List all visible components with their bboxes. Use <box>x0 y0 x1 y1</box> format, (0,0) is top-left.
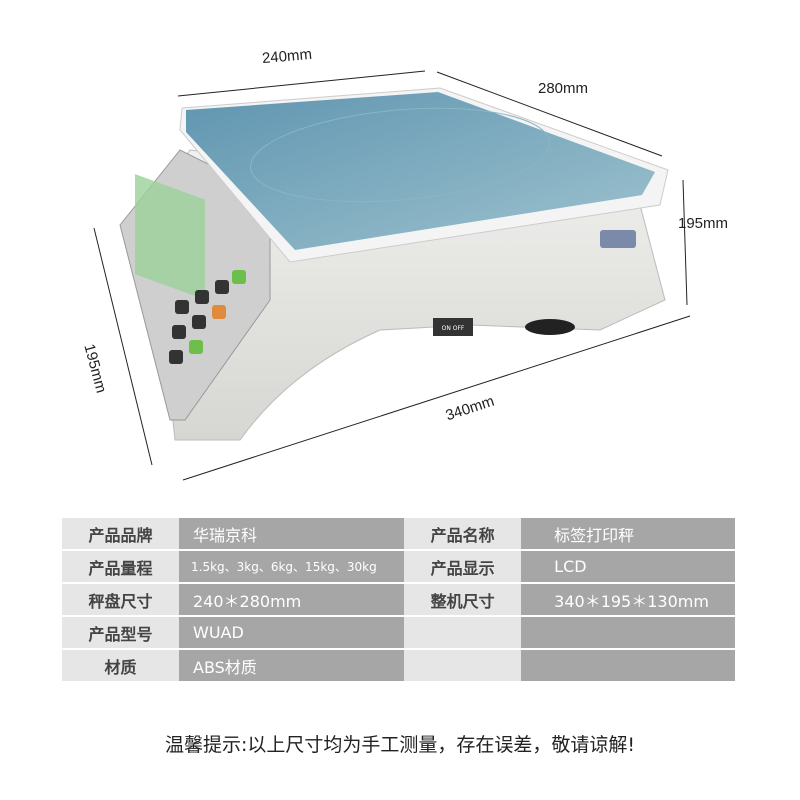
scale-illustration: ON OFF <box>93 70 691 481</box>
table-row: 产品品牌华瑞京科产品名称标签打印秤 <box>62 518 735 549</box>
spec-label: 产品显示 <box>404 551 522 582</box>
serial-port <box>600 230 636 248</box>
spec-label: 产品名称 <box>404 518 522 549</box>
spec-label: 整机尺寸 <box>404 584 522 615</box>
spec-value: ABS材质 <box>179 650 405 681</box>
dim-top-depth: 280mm <box>538 80 589 97</box>
spec-label: 产品型号 <box>62 617 179 648</box>
platter-circle <box>250 107 550 203</box>
keypad-keys <box>169 270 246 364</box>
spec-label: 产品品牌 <box>62 518 179 549</box>
lcd-display <box>135 174 205 300</box>
spec-value: 240＊280mm <box>179 584 405 615</box>
spec-label <box>404 650 522 681</box>
spec-value: 340＊195＊130mm <box>521 584 735 615</box>
spec-value <box>521 650 735 681</box>
dim-right-height: 195mm <box>678 215 729 232</box>
dimension-lines <box>93 70 691 481</box>
spec-label <box>404 617 522 648</box>
spec-value: 1.5kg、3kg、6kg、15kg、30kg <box>179 551 405 582</box>
spec-label: 材质 <box>62 650 179 681</box>
spec-label: 秤盘尺寸 <box>62 584 179 615</box>
spec-value: LCD <box>521 551 735 582</box>
spec-value: WUAD <box>179 617 405 648</box>
spec-value: 标签打印秤 <box>521 518 735 549</box>
spec-value <box>521 617 735 648</box>
weighing-platter <box>186 92 655 250</box>
spec-label: 产品量程 <box>62 551 179 582</box>
measurement-note: 温馨提示:以上尺寸均为手工测量，存在误差，敬请谅解! <box>164 734 636 756</box>
switch-label: ON OFF <box>442 325 465 332</box>
spec-value: 华瑞京科 <box>179 518 405 549</box>
power-switch <box>433 318 473 336</box>
scale-foot <box>525 319 575 335</box>
